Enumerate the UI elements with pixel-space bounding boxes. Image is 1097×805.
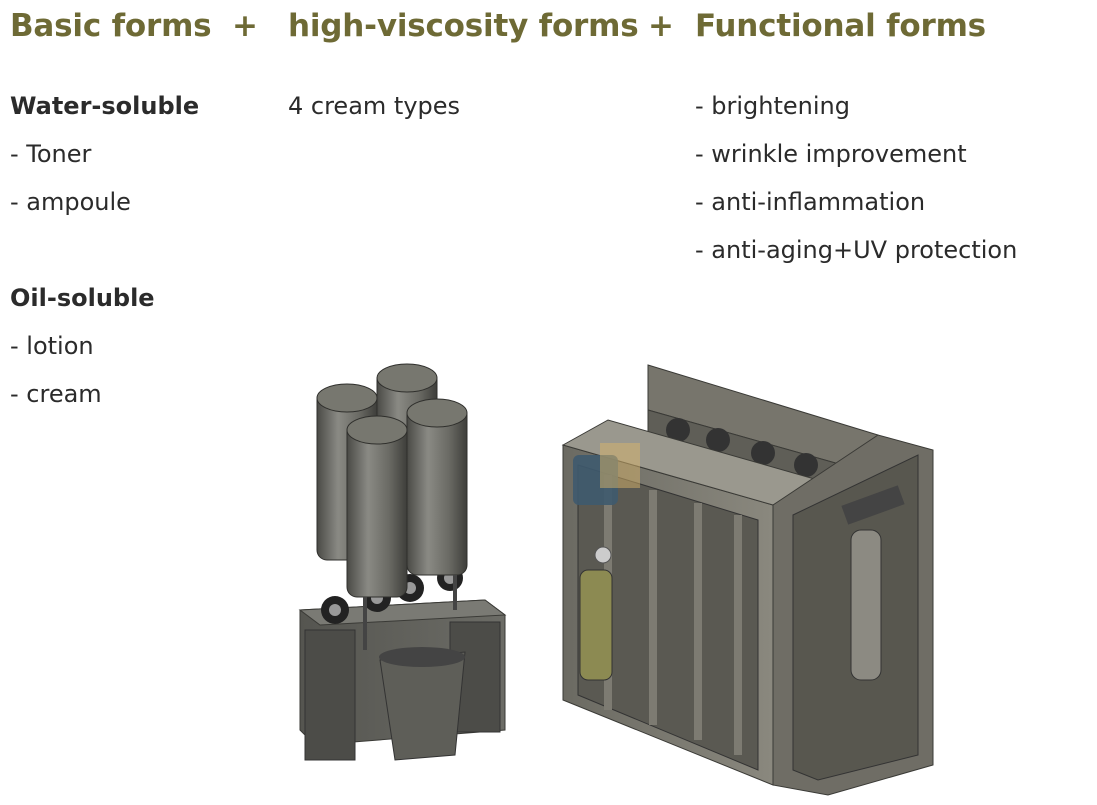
viscosity-list: 4 cream types — [288, 82, 460, 130]
list-item: - ampoule — [10, 188, 131, 216]
functional-list: - brightening - wrinkle improvement - an… — [695, 82, 1017, 274]
cylinder-mixer-image — [298, 363, 507, 761]
list-item: - lotion — [10, 332, 94, 360]
oil-soluble-title: Oil-soluble — [10, 284, 155, 312]
list-item: - anti-inflammation — [695, 188, 926, 216]
heading-high-viscosity-forms: high-viscosity forms — [288, 8, 639, 44]
list-item: - anti-aging+UV protection — [695, 236, 1018, 264]
plus-sign-1: + — [232, 8, 258, 44]
list-item: - brightening — [695, 92, 851, 120]
list-item: - wrinkle improvement — [695, 140, 967, 168]
heading-basic-forms: Basic forms — [10, 8, 212, 44]
cream-types-text: 4 cream types — [288, 92, 461, 120]
cabinet-dispenser-image — [561, 364, 934, 796]
water-soluble-title: Water-soluble — [10, 92, 200, 120]
list-item: - cream — [10, 380, 102, 408]
basic-forms-list: Water-soluble - Toner - ampoule Oil-solu… — [10, 82, 199, 418]
plus-sign-2: + — [648, 8, 674, 44]
heading-functional-forms: Functional forms — [695, 8, 986, 44]
list-item: - Toner — [10, 140, 92, 168]
